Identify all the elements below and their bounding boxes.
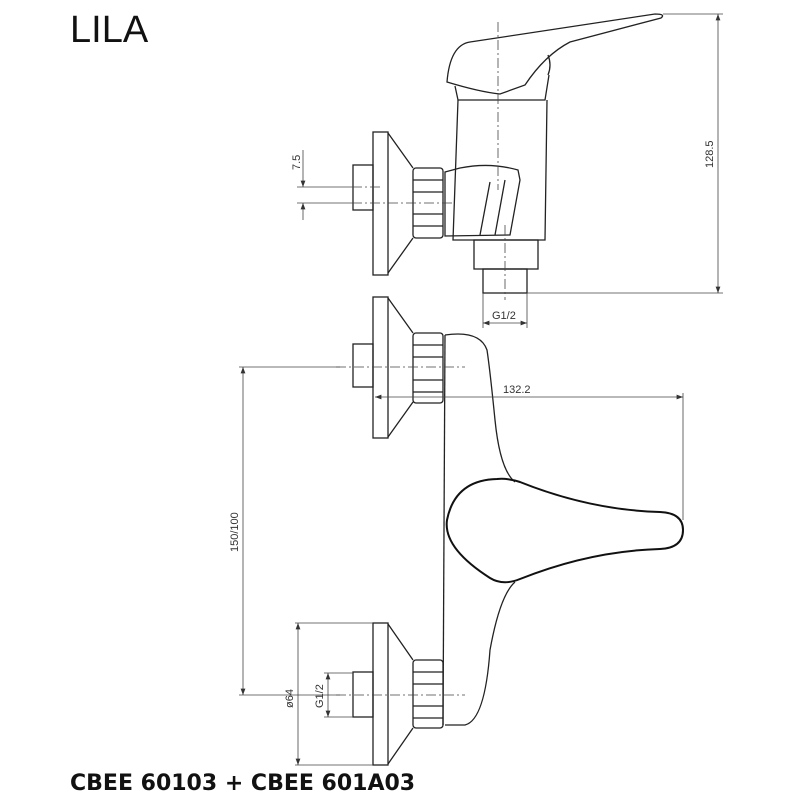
upper-flange (372, 296, 389, 439)
dim-projection: 132.2 (503, 384, 531, 396)
lower-nut (412, 659, 444, 729)
dim-total-height: 128.5 (704, 140, 716, 168)
lever-handle (446, 13, 664, 101)
nut-facets (413, 671, 443, 719)
dim-outlet-thread: G1/2 (492, 310, 516, 322)
body-left-edge (442, 334, 446, 726)
side-view: 128.5 7.5 G1/2 (291, 13, 723, 328)
dim-inlet-offset: 7.5 (291, 155, 303, 170)
elbow-detail (479, 179, 506, 236)
dim-flange-diameter: ø64 (284, 689, 296, 708)
outlet-nut (473, 239, 539, 270)
lever-handle-front (445, 477, 685, 584)
wall-flange (372, 131, 389, 276)
nut-facets (413, 344, 443, 393)
flange-cone (387, 297, 414, 438)
lower-flange (372, 622, 389, 766)
dim-inlet-thread: G1/2 (314, 684, 326, 708)
front-view: 132.2 150/100 ø64 G1/2 (229, 296, 685, 766)
elbow (444, 164, 521, 237)
dim-inlet-spacing: 150/100 (229, 512, 241, 552)
product-codes: CBEE 60103 + CBEE 601A03 (70, 771, 415, 796)
product-title: LILA (70, 9, 149, 51)
inlet-stub (352, 164, 374, 211)
upper-inlet-stub (352, 343, 374, 388)
valve-body (452, 99, 548, 241)
nut-facets (413, 179, 443, 227)
flange-cone (387, 132, 414, 274)
flange-cone (387, 623, 414, 765)
lower-inlet-stub (352, 671, 374, 718)
body-right-upper (444, 333, 516, 483)
upper-nut (412, 332, 444, 404)
body-right-lower (445, 581, 516, 726)
